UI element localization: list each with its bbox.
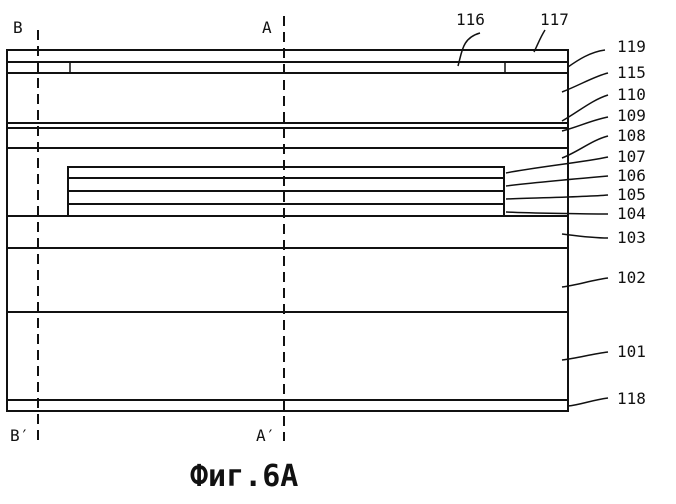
- section-label-b: B: [13, 18, 23, 37]
- section-label-b-prime: B′: [10, 426, 29, 445]
- section-label-a: A: [262, 18, 272, 37]
- label-106: 106: [617, 166, 646, 185]
- label-115: 115: [617, 63, 646, 82]
- label-105: 105: [617, 185, 646, 204]
- label-102: 102: [617, 268, 646, 287]
- label-101: 101: [617, 342, 646, 361]
- label-109: 109: [617, 106, 646, 125]
- leader-107: [506, 157, 608, 173]
- label-108: 108: [617, 126, 646, 145]
- leader-119: [568, 50, 605, 67]
- leader-104: [506, 212, 608, 214]
- device-outline: [7, 50, 568, 411]
- label-104: 104: [617, 204, 646, 223]
- label-107: 107: [617, 147, 646, 166]
- leader-106: [506, 176, 608, 186]
- leader-105: [506, 195, 608, 199]
- label-119: 119: [617, 37, 646, 56]
- figure-caption: Фиг.6A: [190, 459, 298, 494]
- label-117: 117: [540, 10, 569, 29]
- section-label-a-prime: A′: [256, 426, 275, 445]
- label-110: 110: [617, 85, 646, 104]
- label-118: 118: [617, 389, 646, 408]
- leader-118: [568, 398, 608, 406]
- label-116: 116: [456, 10, 485, 29]
- leader-117: [534, 30, 545, 52]
- label-103: 103: [617, 228, 646, 247]
